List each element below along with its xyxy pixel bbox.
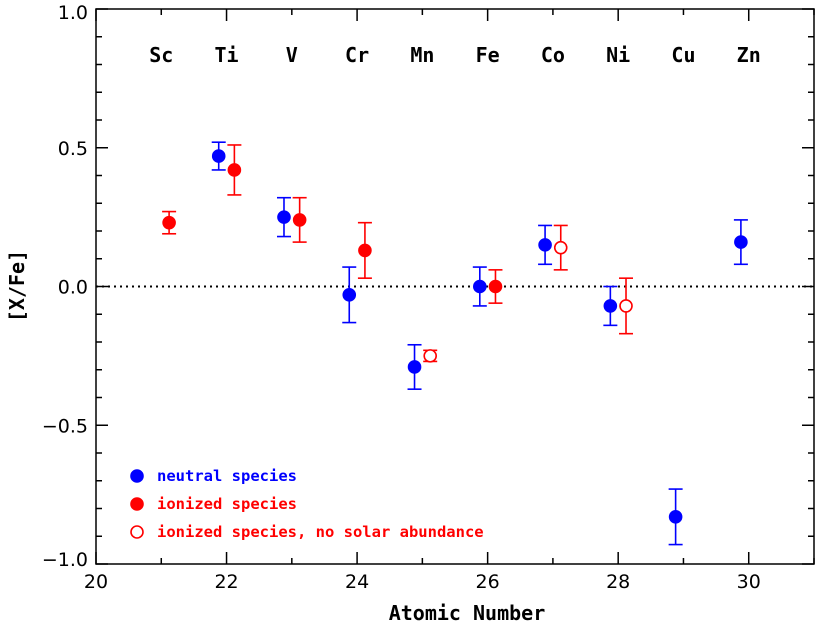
- data-point: [357, 221, 372, 279]
- x-tick-label: 30: [737, 571, 761, 593]
- filled-marker: [734, 235, 748, 249]
- filled-marker: [227, 163, 242, 177]
- open-marker: [619, 299, 633, 313]
- filled-marker: [603, 299, 618, 313]
- data-points: [162, 141, 748, 546]
- element-labels: Sc Ti V Cr Mn Fe Co Ni Cu Zn: [149, 43, 761, 67]
- data-point: [619, 277, 634, 335]
- x-tick-label: 26: [476, 571, 500, 593]
- data-point: [538, 224, 553, 266]
- open-marker: [423, 349, 437, 363]
- data-point: [162, 210, 177, 235]
- legend-marker: [130, 497, 144, 511]
- filled-marker: [488, 279, 503, 294]
- x-axis-title: Atomic Number: [389, 601, 546, 623]
- element-label-cr: Cr: [345, 43, 369, 67]
- data-point: [553, 224, 568, 271]
- data-point: [227, 144, 242, 196]
- legend-marker: [130, 525, 144, 539]
- data-point: [603, 285, 618, 327]
- filled-marker: [211, 149, 226, 163]
- data-point: [488, 269, 503, 304]
- legend-label: ionized species, no solar abundance: [157, 523, 484, 541]
- element-label-ni: Ni: [606, 43, 630, 67]
- filled-marker: [358, 243, 372, 258]
- filled-marker: [342, 288, 357, 302]
- y-axis-title: [X/Fe]: [5, 250, 29, 322]
- filled-marker: [668, 510, 683, 524]
- element-label-sc: Sc: [149, 43, 173, 67]
- open-marker: [553, 240, 568, 255]
- filled-marker: [538, 238, 552, 252]
- data-point: [292, 196, 307, 243]
- element-label-ti: Ti: [214, 43, 238, 67]
- y-tick-label: −1.0: [42, 549, 88, 571]
- element-label-fe: Fe: [476, 43, 500, 67]
- y-tick-label: 0.0: [58, 277, 88, 299]
- filled-marker: [277, 210, 291, 224]
- element-label-zn: Zn: [737, 43, 761, 67]
- legend-marker: [130, 469, 144, 483]
- x-tick-label: 20: [84, 571, 108, 593]
- data-point: [733, 219, 748, 266]
- data-point: [423, 349, 438, 363]
- y-tick-label: 0.5: [58, 138, 88, 160]
- data-point: [276, 196, 291, 238]
- filled-marker: [292, 213, 307, 227]
- x-tick-label: 24: [345, 571, 369, 593]
- legend-label: neutral species: [157, 467, 297, 485]
- legend: neutral species ionized species ionized sp…: [130, 467, 484, 541]
- x-tick-label: 28: [606, 571, 630, 593]
- filled-marker: [473, 279, 487, 294]
- data-point: [342, 266, 357, 324]
- y-tick-label: 1.0: [58, 2, 88, 24]
- element-label-mn: Mn: [410, 43, 434, 67]
- element-label-cu: Cu: [671, 43, 695, 67]
- x-tick-label: 22: [214, 571, 238, 593]
- filled-marker: [162, 215, 176, 230]
- legend-label: ionized species: [157, 495, 297, 513]
- filled-marker: [407, 360, 422, 374]
- data-point: [472, 266, 487, 307]
- data-point: [407, 343, 422, 390]
- axes: 20 22 24 26 28 30 −1.0 −0.5 0.0 0.5 1.0: [42, 2, 815, 593]
- y-tick-label: −0.5: [42, 415, 88, 437]
- element-label-co: Co: [541, 43, 565, 67]
- element-label-v: V: [286, 43, 298, 67]
- data-point: [211, 141, 226, 171]
- data-point: [668, 488, 683, 546]
